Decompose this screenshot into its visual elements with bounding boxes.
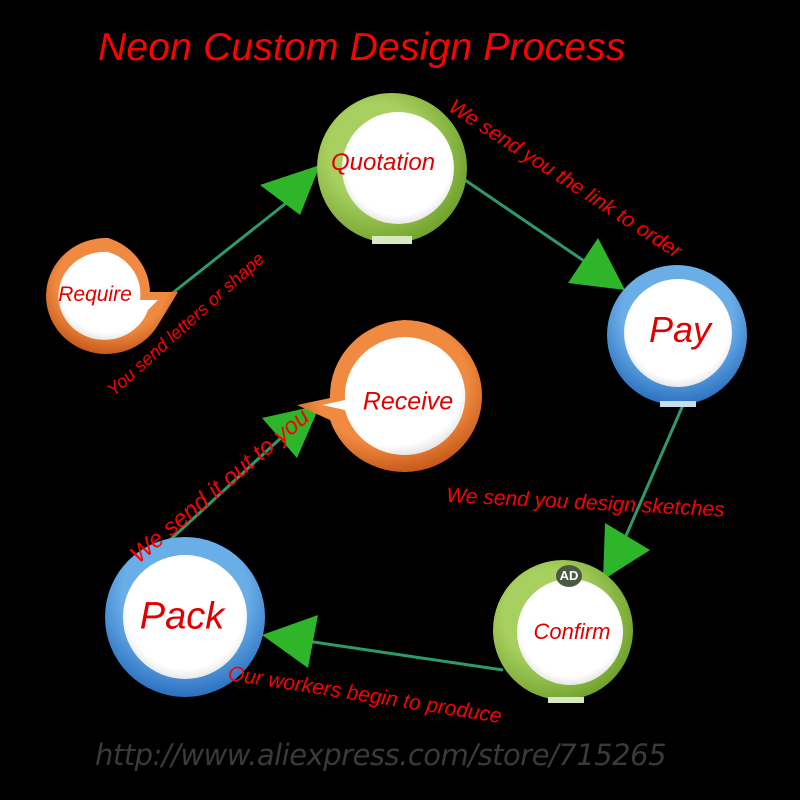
arrowhead-icon: [262, 405, 320, 458]
arrowhead-icon: [260, 165, 320, 215]
edge-quotation-pay: [461, 176, 625, 290]
node-receive-label: Receive: [362, 387, 454, 416]
node-pack-shape: [105, 537, 265, 697]
node-quotation-label: Quotation: [330, 149, 436, 176]
arrowhead-icon: [603, 523, 650, 580]
store-url: http://www.aliexpress.com/store/715265: [95, 738, 667, 772]
node-pay-label: Pay: [648, 309, 712, 350]
arrowhead-icon: [262, 615, 318, 668]
edge-require-quotation: [169, 165, 320, 297]
ad-badge: AD: [556, 565, 582, 587]
node-pay-shape: [607, 265, 747, 407]
node-pack-label: Pack: [139, 595, 225, 638]
edge-confirm-pack: [262, 615, 504, 672]
node-receive-shape: [297, 320, 483, 473]
edge-pack-receive: [168, 405, 320, 542]
node-confirm-label: Confirm: [533, 619, 611, 644]
node-confirm-shape: [493, 560, 633, 703]
diagram-title: Neon Custom Design Process: [98, 26, 626, 69]
node-require-label: Require: [58, 283, 132, 306]
node-require-shape: [46, 237, 178, 354]
arrowhead-icon: [568, 238, 625, 290]
edge-pay-confirm: [603, 404, 685, 580]
node-quotation-shape: [317, 93, 467, 244]
